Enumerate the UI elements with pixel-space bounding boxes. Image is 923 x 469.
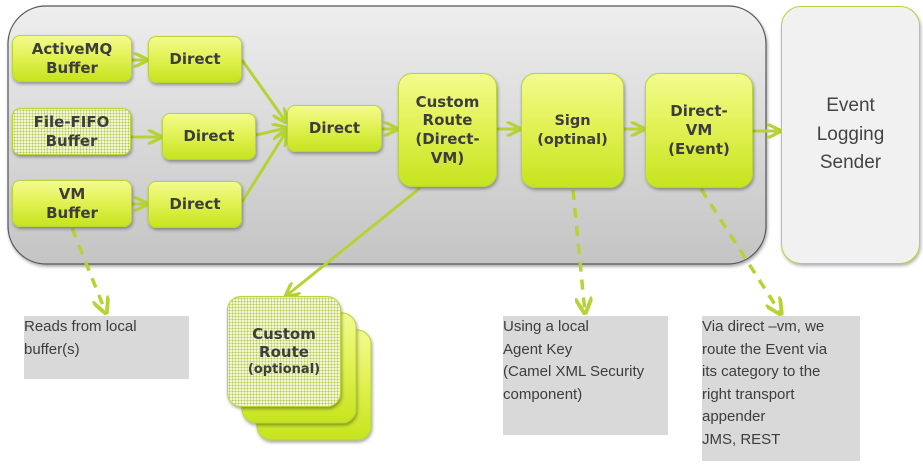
node-label-line: VM [58,184,86,203]
note-direct-vm: Via direct –vm, we route the Event via i… [702,316,860,461]
node-label-line: Custom [415,92,480,111]
sign-node[interactable]: Sign (optinal) [521,73,624,188]
event-logging-sender-node[interactable]: Event Logging Sender [781,6,920,264]
arrow-direct3-to-merge [240,132,286,203]
note-line: component) [503,385,583,403]
node-label-line: Sender [819,152,882,174]
node-label-line: Event [826,95,875,117]
node-label-line: (optional) [247,362,321,378]
dashed-arrow-sign-to-note [571,189,585,313]
node-label-line: Buffer [46,58,98,77]
note-line: Agent Key [503,340,573,358]
direct-node-1[interactable]: Direct [148,36,242,83]
node-label-line: (Event) [668,139,730,158]
node-label-line: (optinal) [537,131,608,148]
arrow-customroute-to-optional [286,186,421,296]
note-line: its category to the [702,363,821,380]
node-label-line: ActiveMQ [31,39,113,58]
note-line: Using a local [503,318,589,335]
node-label-line: Custom [252,324,316,343]
node-label: Direct [169,195,221,214]
note-line: buffer(s) [24,340,80,358]
node-label-line: (Direct- [415,130,480,148]
node-label-line: VM [685,121,713,140]
direct-node-2[interactable]: Direct [162,113,256,160]
vm-buffer-node[interactable]: VM Buffer [12,180,132,227]
note-reads-buffer: Reads from local buffer(s) [24,316,189,379]
direct-merge-node[interactable]: Direct [287,105,382,152]
node-label-line: VM) [430,148,465,167]
note-line: right transport [702,385,795,403]
node-label-line: Sign [554,113,591,130]
node-label: Direct [183,127,235,146]
note-line: Reads from local [24,318,137,335]
node-label-line: Logging [816,123,885,145]
dashed-arrows [70,188,781,314]
note-line: route the Event via [702,340,828,358]
arrow-direct1-to-merge [240,59,286,122]
direct-vm-event-node[interactable]: Direct- VM (Event) [645,73,753,188]
custom-route-direct-vm-node[interactable]: Custom Route (Direct- VM) [398,73,497,187]
node-label-line: Route [422,111,473,130]
node-label-line: Route [259,343,309,362]
node-label-line: Direct- [670,102,728,121]
activemq-buffer-node[interactable]: ActiveMQ Buffer [12,35,132,82]
note-line: appender [702,408,766,425]
direct-node-3[interactable]: Direct [148,181,242,228]
custom-route-optional-node[interactable]: Custom Route (optional) [227,296,341,407]
node-label: Direct [169,50,221,69]
solid-arrows [131,60,780,296]
node-label: Direct [308,119,361,138]
note-line: (Camel XML Security [503,363,645,380]
note-agent-key: Using a local Agent Key (Camel XML Secur… [503,316,668,435]
file-fifo-buffer-node[interactable]: File-FIFO Buffer [12,108,131,155]
node-label-line: File-FIFO [33,112,110,131]
node-label-line: Buffer [46,203,98,222]
dashed-arrow-vm-to-note [70,227,106,313]
node-label-line: Buffer [45,131,98,150]
note-line: JMS, REST [702,430,781,448]
dashed-arrow-directvm-to-note [699,188,781,314]
note-line: Via direct –vm, we [702,318,825,335]
